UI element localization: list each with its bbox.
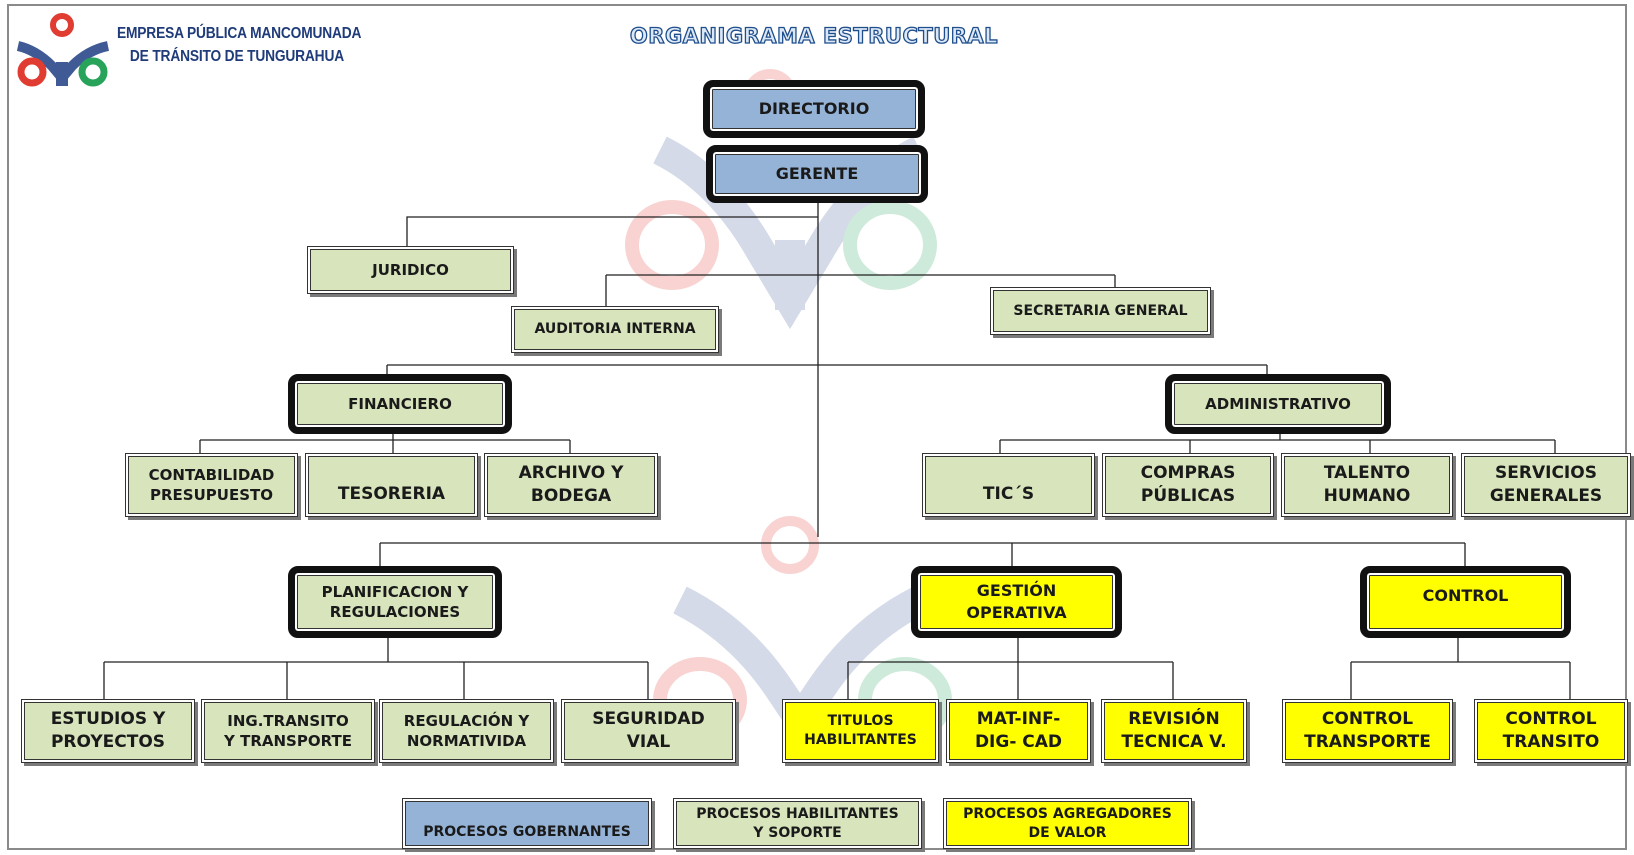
node-tesoreria: TESORERIA <box>305 453 478 517</box>
node-tics: TIC´S <box>922 453 1095 517</box>
node-label: ADMINISTRATIVO <box>1205 394 1351 413</box>
node-auditoria-interna: AUDITORIA INTERNA <box>511 306 719 353</box>
node-directorio: DIRECTORIO <box>703 80 925 138</box>
legend-procesos-gobernantes: PROCESOS GOBERNANTES <box>402 798 652 849</box>
node-administrativo: ADMINISTRATIVO <box>1165 374 1391 434</box>
page-frame <box>7 4 1627 850</box>
node-financiero: FINANCIERO <box>288 374 512 434</box>
node-label: GERENTE <box>775 164 859 184</box>
node-control: CONTROL <box>1360 566 1571 638</box>
node-label: FINANCIERO <box>348 394 452 413</box>
organization-name-line1: EMPRESA PÚBLICA MANCOMUNADA <box>117 25 362 42</box>
node-label: JURIDICO <box>372 260 449 279</box>
node-label: SECRETARIA GENERAL <box>1013 302 1188 319</box>
node-label: CONTROL <box>1422 586 1509 605</box>
node-label: MAT-INF-DIG- CAD <box>974 709 1063 752</box>
node-label: AUDITORIA INTERNA <box>534 321 696 338</box>
node-secretaria-general: SECRETARIA GENERAL <box>990 287 1211 335</box>
oyo-logo-icon <box>16 13 110 87</box>
chart-title: ORGANIGRAMA ESTRUCTURAL <box>629 23 999 48</box>
node-juridico: JURIDICO <box>307 246 514 294</box>
node-label: DIRECTORIO <box>758 99 870 119</box>
node-label: TIC´S <box>982 484 1035 505</box>
node-gerente: GERENTE <box>706 145 928 203</box>
legend-label: PROCESOS GOBERNANTES <box>423 824 631 841</box>
organization-name-line2: DE TRÁNSITO DE TUNGURAHUA <box>129 48 344 66</box>
node-label: TESORERIA <box>337 484 446 505</box>
organization-name: EMPRESA PÚBLICA MANCOMUNADA DE TRÁNSITO … <box>117 22 361 68</box>
node-mat-inf-dig-cad: MAT-INF-DIG- CAD <box>946 699 1091 763</box>
